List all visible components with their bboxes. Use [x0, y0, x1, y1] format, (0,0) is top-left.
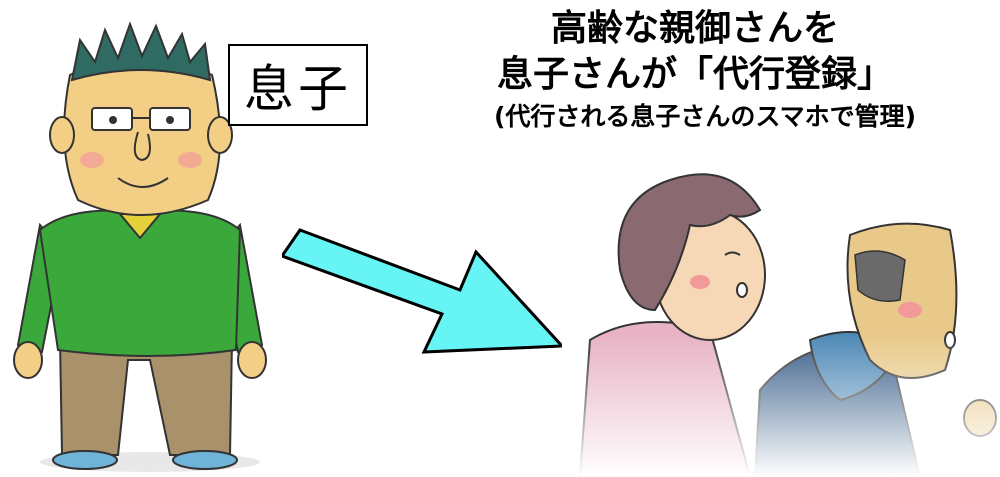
- heading-line-1: 高齢な親御さんを: [550, 8, 839, 49]
- mouth: [117, 177, 169, 188]
- left-cheek: [80, 152, 104, 168]
- left-shoe: [52, 450, 118, 470]
- nose: [133, 131, 151, 162]
- right-arrow-icon: [282, 228, 562, 354]
- elderly-parents-illustration: [560, 160, 1000, 477]
- left-ear: [49, 116, 75, 154]
- son-illustration: [13, 21, 267, 472]
- right-cheek: [178, 152, 202, 168]
- heading: 高齢な親御さんを 息子さんが「代行登録」 (代行される息子さんのスマホで管理): [390, 6, 1000, 136]
- right-shoe: [172, 450, 238, 470]
- sweater: [38, 209, 242, 357]
- fade-overlay: [560, 160, 1000, 477]
- heading-line-3: (代行される息子さんのスマホで管理): [493, 102, 917, 131]
- right-hand: [237, 341, 267, 379]
- left-hand: [13, 341, 43, 379]
- left-eye: [109, 116, 117, 124]
- right-eye: [166, 116, 174, 124]
- heading-line-2: 息子さんが「代行登録」: [496, 54, 893, 95]
- pants: [58, 339, 234, 456]
- son-label: 息子: [228, 44, 368, 126]
- right-ear: [207, 116, 233, 154]
- hair: [70, 21, 212, 82]
- head: [63, 56, 222, 216]
- arrow-shape: [282, 228, 562, 354]
